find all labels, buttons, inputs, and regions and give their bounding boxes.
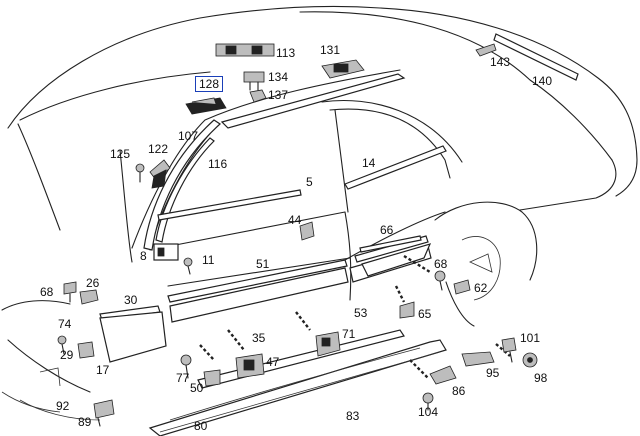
clip-131[interactable]: [321, 59, 365, 79]
callout-89[interactable]: 89: [78, 415, 92, 429]
clip-104[interactable]: [422, 392, 434, 411]
clip-50[interactable]: [203, 369, 221, 387]
callout-122[interactable]: 122: [148, 142, 169, 156]
callout-98[interactable]: 98: [534, 371, 548, 385]
clip-68-right[interactable]: [434, 270, 446, 291]
callout-143[interactable]: 143: [490, 55, 511, 69]
callout-47[interactable]: 47: [266, 355, 280, 369]
clip-143[interactable]: [475, 43, 497, 57]
callout-92[interactable]: 92: [56, 399, 70, 413]
clip-68-left[interactable]: [63, 281, 77, 303]
screw-125[interactable]: [135, 163, 145, 183]
car-body-outline: [1, 5, 638, 421]
callout-66[interactable]: 66: [380, 223, 394, 237]
callout-74[interactable]: 74: [58, 317, 72, 331]
clip-95[interactable]: [461, 351, 495, 367]
callout-137[interactable]: 137: [268, 88, 289, 102]
clip-62[interactable]: [453, 279, 471, 295]
callout-101[interactable]: 101: [520, 331, 541, 345]
callout-131[interactable]: 131: [320, 43, 341, 57]
callout-8[interactable]: 8: [140, 249, 147, 263]
callout-125[interactable]: 125: [110, 147, 131, 161]
clip-113[interactable]: [215, 43, 275, 57]
clip-65[interactable]: [399, 301, 415, 319]
callout-86[interactable]: 86: [452, 384, 466, 398]
clip-29[interactable]: [77, 341, 95, 359]
screw-101[interactable]: [501, 337, 517, 363]
callout-29[interactable]: 29: [60, 348, 74, 362]
callout-95[interactable]: 95: [486, 366, 500, 380]
clip-47[interactable]: [235, 353, 265, 379]
screw-77[interactable]: [180, 354, 192, 379]
clip-71[interactable]: [315, 331, 341, 357]
callout-5[interactable]: 5: [306, 175, 313, 189]
callout-80[interactable]: 80: [194, 419, 208, 433]
callout-83[interactable]: 83: [346, 409, 360, 423]
callout-128[interactable]: 128: [195, 76, 224, 92]
callout-11[interactable]: 11: [202, 253, 215, 267]
callout-134[interactable]: 134: [268, 70, 289, 84]
callout-14[interactable]: 14: [362, 156, 376, 170]
clip-26[interactable]: [79, 289, 99, 305]
callout-104[interactable]: 104: [418, 405, 439, 419]
leader-dashes: [199, 254, 511, 379]
clip-86[interactable]: [429, 365, 457, 385]
callout-116[interactable]: 116: [208, 157, 228, 171]
callout-44[interactable]: 44: [288, 213, 302, 227]
callout-71[interactable]: 71: [342, 327, 356, 341]
clip-122[interactable]: [149, 159, 171, 189]
callout-53[interactable]: 53: [354, 306, 368, 320]
clip-128[interactable]: [185, 97, 227, 115]
bolt-134[interactable]: [243, 71, 265, 91]
clip-89[interactable]: [93, 399, 115, 427]
callout-68-left[interactable]: 68: [40, 285, 54, 299]
callout-113[interactable]: 113: [276, 46, 296, 60]
callout-17[interactable]: 17: [96, 363, 110, 377]
callout-26[interactable]: 26: [86, 276, 100, 290]
callout-77[interactable]: 77: [176, 371, 190, 385]
callout-107[interactable]: 107: [178, 129, 199, 143]
nut-137[interactable]: [249, 89, 267, 103]
callout-140[interactable]: 140: [532, 74, 553, 88]
side-molding-strips: [99, 145, 447, 363]
screw-11[interactable]: [183, 257, 193, 275]
clip-44[interactable]: [299, 221, 315, 241]
callout-50[interactable]: 50: [190, 381, 204, 395]
callout-30[interactable]: 30: [124, 293, 138, 307]
clip-8[interactable]: [153, 243, 179, 261]
callout-35[interactable]: 35: [252, 331, 266, 345]
clip-74[interactable]: [57, 335, 67, 355]
callout-68-right[interactable]: 68: [434, 257, 448, 271]
nut-98[interactable]: [522, 352, 538, 368]
callout-65[interactable]: 65: [418, 307, 432, 321]
callout-62[interactable]: 62: [474, 281, 488, 295]
callout-51[interactable]: 51: [256, 257, 270, 271]
